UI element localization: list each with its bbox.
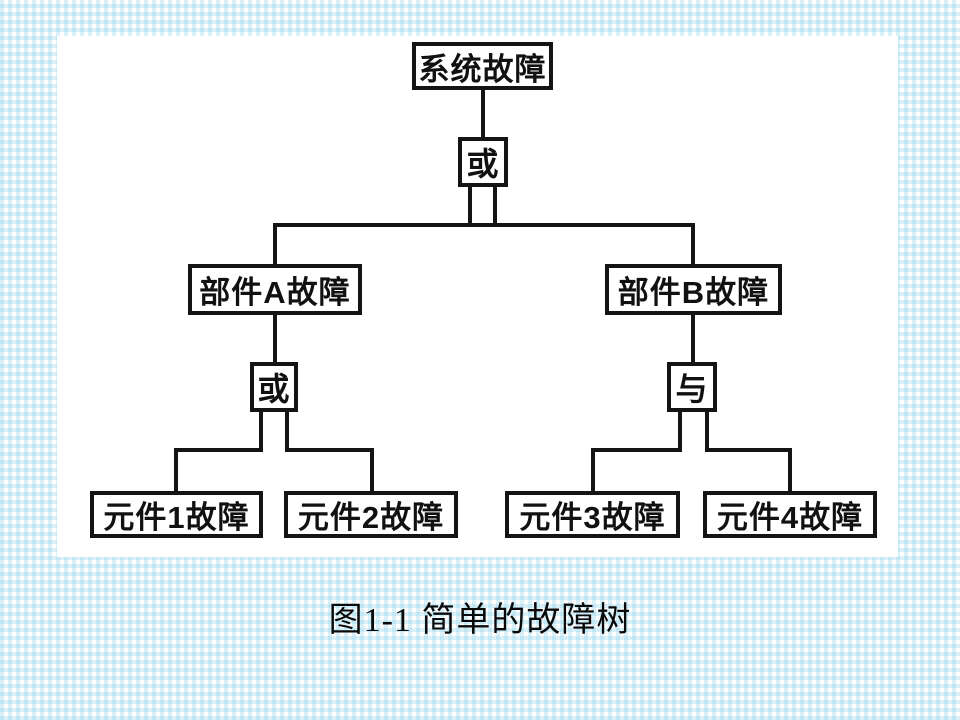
gate-or-top: 或 <box>458 137 508 187</box>
gate-and-b: 与 <box>667 362 717 412</box>
node-component-a-fault: 部件A故障 <box>188 264 362 315</box>
node-element-3-fault: 元件3故障 <box>505 491 680 538</box>
node-element-1-fault: 元件1故障 <box>90 491 263 538</box>
gate-or-a: 或 <box>250 362 298 412</box>
node-system-fault: 系统故障 <box>412 42 553 90</box>
figure-caption: 图1-1 简单的故障树 <box>328 602 632 639</box>
node-component-b-fault: 部件B故障 <box>605 264 782 315</box>
node-element-2-fault: 元件2故障 <box>284 491 458 538</box>
node-element-4-fault: 元件4故障 <box>703 491 877 538</box>
